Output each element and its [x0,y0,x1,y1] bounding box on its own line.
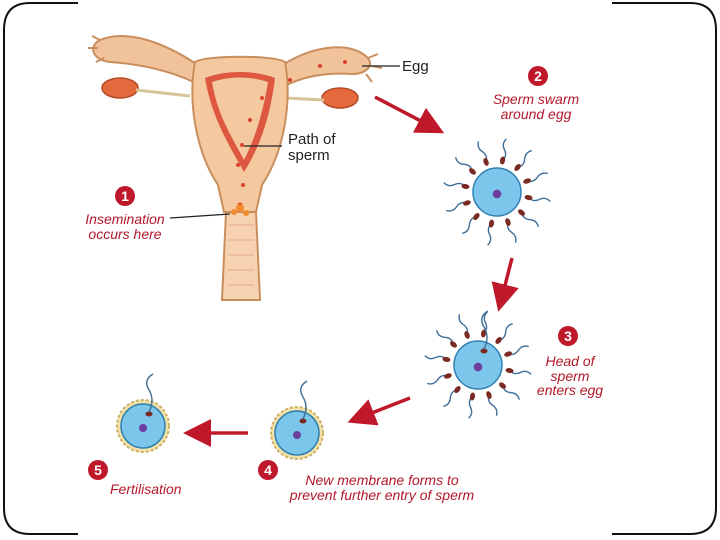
sperm-head [454,386,461,393]
entering-sperm-tail [300,380,308,420]
step-2-line1: Sperm swarm [492,91,580,107]
step-1-line2: occurs here [88,225,162,242]
sperm-tail [454,157,474,172]
step-4-label: New membrane forms to prevent further en… [276,473,488,502]
sperm-head [523,178,531,184]
sperm-head [469,168,476,175]
sperm-tail [517,149,532,169]
sperm-tail [435,330,455,345]
sperm-tail [498,322,513,342]
entering-sperm-tail [146,373,154,413]
nucleus [139,424,147,432]
sperm-head [450,341,457,348]
step-3-label: Head of sperm enters egg [534,354,606,398]
path-of-sperm-label: Path of sperm [288,132,336,164]
sperm-head [504,351,512,357]
sperm-tail [506,221,517,243]
nucleus [293,431,301,439]
sperm-tail [507,345,529,356]
step-3-badge: 3 [558,326,578,346]
entering-sperm-head [480,348,488,354]
insemination-site [231,204,249,216]
sperm-head [495,337,502,344]
sperm-tail [458,314,469,336]
sperm-head [442,356,451,363]
sperm-tail [424,355,447,360]
egg-stage-4 [270,380,324,460]
uterus-illustration [88,35,400,301]
sperm-head [483,158,489,166]
sperm-tail [487,394,498,416]
step-5-label: Fertilisation [110,481,182,497]
step-3-line3: enters egg [536,382,604,399]
sperm-head [524,194,533,201]
sperm-head [444,373,452,379]
sperm-tail [477,141,488,163]
sperm-head [499,156,506,165]
sperm-head [480,329,487,338]
sperm-tail [502,138,507,161]
arrow-to-step-3 [491,257,519,312]
sperm-tail [509,370,532,375]
nucleus [473,362,483,372]
egg-stage-3 [424,310,532,419]
sperm-tail [526,172,548,183]
step-4-line1: New membrane forms to [305,472,459,488]
sperm-head [486,391,492,399]
sperm-head [464,331,470,339]
step-5-badge: 5 [88,460,108,480]
step-4-badge: 4 [258,460,278,480]
sperm-head [499,382,506,389]
arrow-to-step-4 [347,396,411,426]
egg-stage-5 [116,373,170,453]
step-4-line2: prevent further entry of sperm [289,486,475,503]
left-fallopian-tube [92,35,206,86]
sperm-head [469,392,476,401]
step-1-badge: 1 [115,186,135,206]
sperm-head [505,218,511,226]
sperm-head [488,219,495,228]
nucleus [492,189,502,199]
sperm-tail [443,388,458,408]
sperm-tail [468,396,473,419]
sperm-head [505,367,514,374]
step-2-label: Sperm swarm around egg [484,92,588,121]
entering-sperm-tail [481,310,489,350]
sperm-tail [528,197,551,202]
egg-stage-2 [443,138,551,246]
step-1-line1: Insemination [85,211,165,227]
step-2-line2: around egg [500,105,572,122]
sperm-tail [443,182,466,187]
sperm-head [463,200,471,206]
sperm-head [473,213,480,220]
left-ovary [101,77,139,99]
path-label-line1: Path of [288,131,336,148]
step-3-line2: sperm [550,367,590,384]
arrow-to-step-2 [374,95,445,134]
step-3-line1: Head of [545,353,595,369]
sperm-tail [462,215,477,235]
sperm-tail [520,212,540,227]
sperm-head [518,209,525,216]
entering-sperm-head [299,418,307,424]
sperm-head [514,164,521,171]
step-2-badge: 2 [528,66,548,86]
sperm-tail [427,374,449,385]
sperm-head [461,183,470,190]
egg-label: Egg [402,58,429,75]
sperm-tail [446,201,468,212]
path-label-line2: sperm [288,146,330,164]
sperm-tail [487,223,492,246]
entering-sperm-head [145,411,153,417]
right-ovary [321,87,359,109]
step-1-label: Insemination occurs here [78,212,172,241]
sperm-tail [501,385,521,400]
